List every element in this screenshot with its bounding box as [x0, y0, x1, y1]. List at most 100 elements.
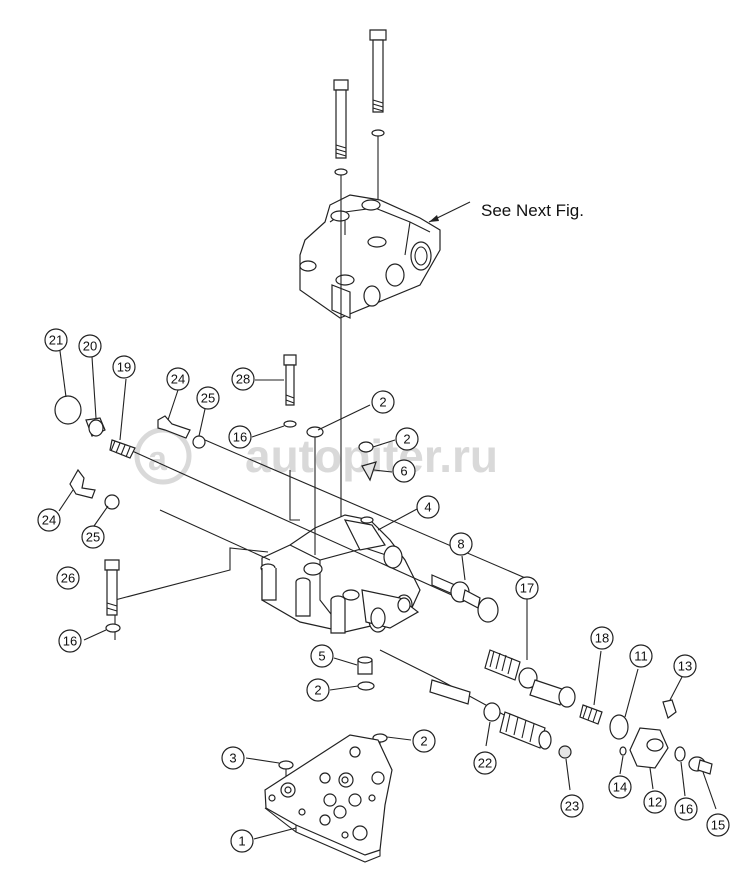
svg-text:17: 17: [520, 581, 534, 596]
callout-1: 1: [230, 829, 254, 853]
plug-2-c: [357, 681, 375, 691]
cap-12: [629, 727, 669, 769]
callout-24: 24: [37, 508, 61, 532]
callout-20: 20: [78, 334, 102, 358]
screw-15: [688, 756, 713, 775]
spring-19: [109, 439, 136, 459]
callout-2: 2: [395, 427, 419, 451]
callout-16: 16: [228, 425, 252, 449]
washer-16-lower: [105, 623, 121, 633]
separator-plate-1: [264, 734, 393, 863]
bolt-26: [104, 559, 120, 616]
callout-18: 18: [590, 626, 614, 650]
svg-text:26: 26: [61, 571, 75, 586]
svg-text:8: 8: [457, 537, 464, 552]
svg-text:2: 2: [420, 734, 427, 749]
valve-22: [429, 679, 552, 750]
ball-14: [619, 746, 627, 756]
plug-2-b: [358, 441, 374, 453]
callout-25: 25: [81, 525, 105, 549]
svg-text:4: 4: [424, 500, 431, 515]
svg-text:25: 25: [201, 391, 215, 406]
svg-text:19: 19: [117, 360, 131, 375]
callout-19: 19: [112, 355, 136, 379]
svg-text:a: a: [148, 440, 168, 478]
svg-text:24: 24: [42, 513, 56, 528]
note-arrow: [429, 215, 439, 222]
clip-24-upper: [157, 415, 191, 439]
callout-3: 3: [221, 746, 245, 770]
callout-2: 2: [412, 729, 436, 753]
ball-23: [558, 745, 572, 759]
spring-18: [579, 704, 603, 725]
callout-16: 16: [58, 629, 82, 653]
svg-text:2: 2: [314, 683, 321, 698]
callout-25: 25: [196, 386, 220, 410]
callout-24: 24: [166, 367, 190, 391]
bolt-28: [283, 354, 297, 406]
callout-12: 12: [643, 790, 667, 814]
bolt-short: [333, 79, 349, 176]
svg-text:16: 16: [233, 430, 247, 445]
bolt-axis-lines: [340, 136, 379, 528]
callout-26: 26: [56, 566, 80, 590]
pin-13: [662, 699, 677, 719]
callout-2: 2: [371, 390, 395, 414]
callout-22: 22: [473, 751, 497, 775]
nut-25-lower: [104, 494, 120, 510]
callout-4: 4: [416, 495, 440, 519]
svg-text:13: 13: [678, 659, 692, 674]
svg-text:2: 2: [403, 432, 410, 447]
svg-text:28: 28: [236, 372, 250, 387]
svg-text:2: 2: [379, 395, 386, 410]
washer-16-upper: [283, 420, 297, 428]
oring-11: [609, 714, 629, 740]
svg-text:20: 20: [83, 339, 97, 354]
svg-text:11: 11: [634, 649, 648, 664]
plug-5-top: [357, 656, 373, 664]
washer-4: [360, 516, 374, 524]
svg-text:22: 22: [478, 756, 492, 771]
callout-15: 15: [706, 813, 730, 837]
callout-17: 17: [515, 576, 539, 600]
svg-text:23: 23: [565, 799, 579, 814]
lower-valve-body: [260, 514, 421, 634]
svg-text:1: 1: [238, 834, 245, 849]
svg-text:5: 5: [318, 649, 325, 664]
callout-6: 6: [392, 459, 416, 483]
callout-16: 16: [674, 797, 698, 821]
svg-text:18: 18: [595, 631, 609, 646]
clip-24-lower: [69, 468, 96, 499]
svg-text:3: 3: [229, 751, 236, 766]
callout-28: 28: [231, 367, 255, 391]
check-ball-6: [361, 461, 377, 482]
plug-20: [85, 417, 106, 437]
svg-text:25: 25: [86, 530, 100, 545]
svg-text:24: 24: [171, 372, 185, 387]
callout-leaders: [58, 350, 717, 840]
callout-2: 2: [306, 678, 330, 702]
see-next-fig-note: See Next Fig.: [481, 201, 584, 220]
callout-5: 5: [310, 644, 334, 668]
svg-text:6: 6: [400, 464, 407, 479]
svg-text:12: 12: [648, 795, 662, 810]
nut-25-upper: [192, 435, 206, 449]
upper-valve-body: [299, 194, 441, 319]
callout-8: 8: [449, 532, 473, 556]
valve-8: [431, 574, 499, 623]
bolt-long: [369, 29, 387, 137]
valve-17: [484, 649, 576, 708]
svg-text:15: 15: [711, 818, 725, 833]
svg-text:16: 16: [63, 634, 77, 649]
callout-13: 13: [673, 654, 697, 678]
assembly-axis-lines: [114, 439, 531, 640]
callout-21: 21: [44, 328, 68, 352]
svg-text:14: 14: [613, 780, 627, 795]
washer-16-right: [674, 746, 686, 762]
watermark: a autopiter.ru: [134, 427, 498, 485]
svg-text:21: 21: [49, 333, 63, 348]
callout-23: 23: [560, 794, 584, 818]
plug-3: [278, 760, 294, 770]
